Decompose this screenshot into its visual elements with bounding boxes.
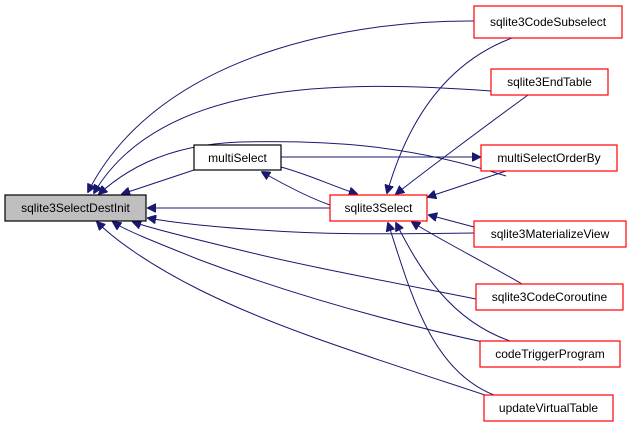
node-sqlite3MaterializeView[interactable]: sqlite3MaterializeView [473,220,627,248]
edge-sqlite3EndTable-to-sqlite3SelectDestInit [94,85,492,193]
edges-group [88,20,529,399]
node-codeTriggerProgram[interactable]: codeTriggerProgram [479,340,621,368]
edge-multiSelect-to-sqlite3Select [280,166,357,194]
edge-multiSelectOrderBy-to-sqlite3Select [428,170,507,197]
edge-sqlite3MaterializeView-to-sqlite3SelectDestInit [148,218,475,235]
edge-sqlite3MaterializeView-to-sqlite3Select [429,215,475,228]
edge-updateVirtualTable-to-sqlite3SelectDestInit [97,222,495,399]
edge-sqlite3EndTable-to-sqlite3Select [396,94,529,194]
node-label: sqlite3MaterializeView [491,227,610,241]
edge-updateVirtualTable-to-sqlite3Select [388,223,495,396]
node-label: multiSelect [208,151,267,165]
node-label: sqlite3Select [344,201,413,215]
edge-multiSelect-to-sqlite3SelectDestInit [122,169,195,194]
node-label: multiSelectOrderBy [497,151,600,165]
node-label: updateVirtualTable [499,401,599,415]
edge-codeTriggerProgram-to-sqlite3SelectDestInit [113,222,493,345]
edge-multiSelectOrderBy-to-sqlite3SelectDestInit [99,141,507,194]
node-updateVirtualTable[interactable]: updateVirtualTable [483,394,614,422]
node-label: sqlite3SelectDestInit [21,201,130,215]
node-label: sqlite3EndTable [507,75,592,89]
edge-codeTriggerProgram-to-sqlite3Select [396,223,511,342]
node-sqlite3CodeSubselect[interactable]: sqlite3CodeSubselect [473,5,623,39]
node-multiSelectOrderBy[interactable]: multiSelectOrderBy [480,144,618,172]
edge-sqlite3CodeCoroutine-to-sqlite3SelectDestInit [133,222,477,300]
node-label: sqlite3CodeSubselect [490,15,607,29]
edge-sqlite3Select-to-multiSelect [262,172,331,206]
node-sqlite3CodeCoroutine[interactable]: sqlite3CodeCoroutine [475,283,624,311]
nodes-group: sqlite3SelectDestInit multiSelect sqlite… [4,5,627,422]
edge-sqlite3CodeSubselect-to-sqlite3SelectDestInit [88,20,475,192]
edge-sqlite3CodeCoroutine-to-sqlite3Select [412,222,523,285]
node-multiSelect[interactable]: multiSelect [193,144,282,171]
node-label: sqlite3CodeCoroutine [492,290,608,304]
node-label: codeTriggerProgram [495,347,605,361]
edge-sqlite3CodeSubselect-to-sqlite3Select [387,37,513,193]
node-sqlite3EndTable[interactable]: sqlite3EndTable [490,68,609,96]
node-sqlite3SelectDestInit[interactable]: sqlite3SelectDestInit [4,194,147,222]
node-sqlite3Select[interactable]: sqlite3Select [329,194,428,222]
